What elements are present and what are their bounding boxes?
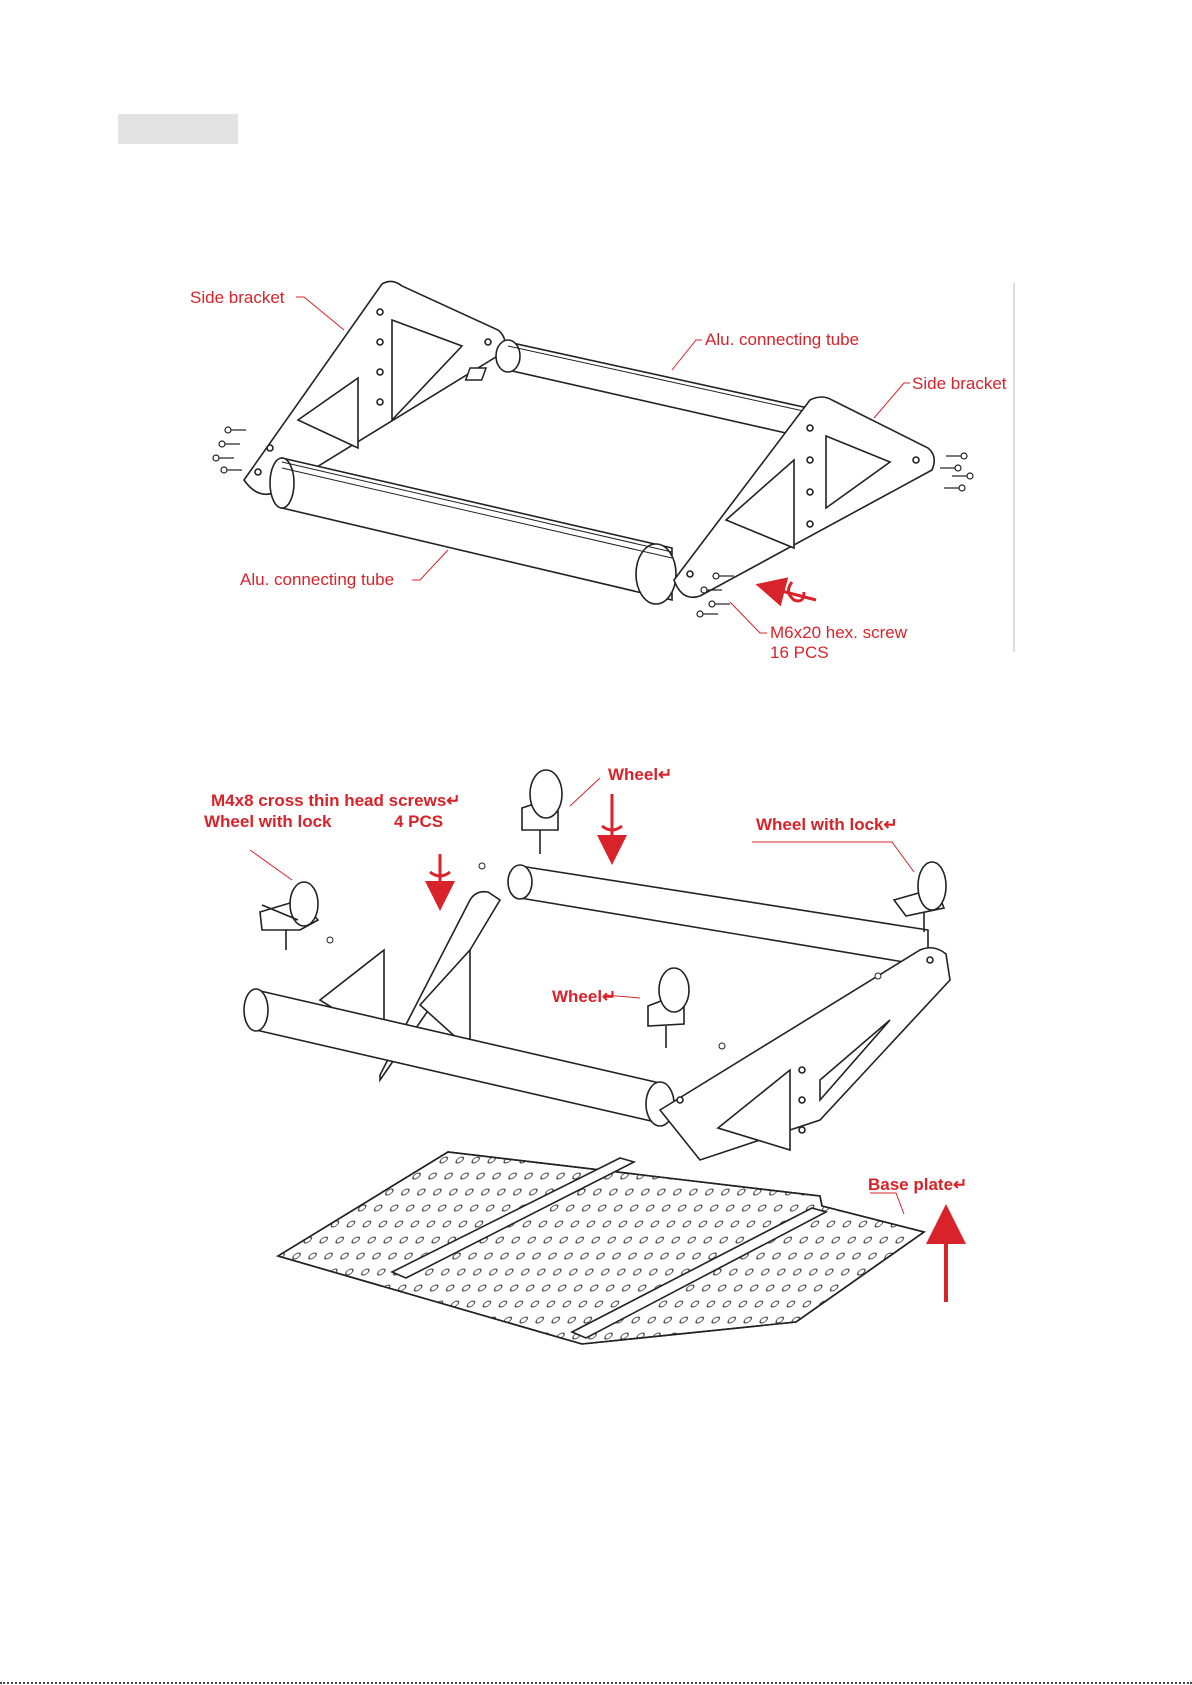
figure-2-labels: M4x8 cross thin head screws↵ Wheel with … — [204, 765, 967, 1194]
label-screw-name: M6x20 hex. screw — [770, 623, 908, 642]
wheel-center-icon — [648, 968, 689, 1048]
screws-left — [213, 427, 246, 473]
right-side-bracket — [674, 397, 934, 597]
frame-right-bracket — [660, 948, 950, 1160]
label-screw-qty: 16 PCS — [770, 643, 829, 662]
wheel-with-lock-right-icon — [894, 862, 946, 932]
label-side-bracket-right: Side bracket — [912, 374, 1007, 393]
frame-back-tube — [508, 865, 928, 966]
label-wheel-lock-right: Wheel with lock↵ — [756, 815, 898, 834]
label-wheel-center: Wheel↵ — [552, 987, 616, 1006]
rotate-arrow-icon — [770, 582, 816, 601]
figure-2-base-assembly — [244, 770, 950, 1344]
page-bottom-rule — [0, 1682, 1192, 1684]
label-m4-screws-name: M4x8 cross thin head screws↵ — [211, 791, 461, 810]
figure-1-frame-assembly — [213, 281, 1014, 652]
label-wheel-lock-left: Wheel with lock — [204, 812, 332, 831]
label-tube-bottom: Alu. connecting tube — [240, 570, 394, 589]
label-m4-screws-qty: 4 PCS — [394, 812, 443, 831]
label-base-plate: Base plate↵ — [868, 1175, 967, 1194]
screws-right — [940, 453, 973, 491]
wheel-with-lock-left-icon — [260, 882, 318, 950]
base-plate — [278, 1152, 924, 1344]
wheel-top-icon — [522, 770, 562, 854]
label-tube-top: Alu. connecting tube — [705, 330, 859, 349]
label-wheel-top: Wheel↵ — [608, 765, 672, 784]
label-side-bracket-left: Side bracket — [190, 288, 285, 307]
top-connecting-tube — [466, 340, 808, 438]
